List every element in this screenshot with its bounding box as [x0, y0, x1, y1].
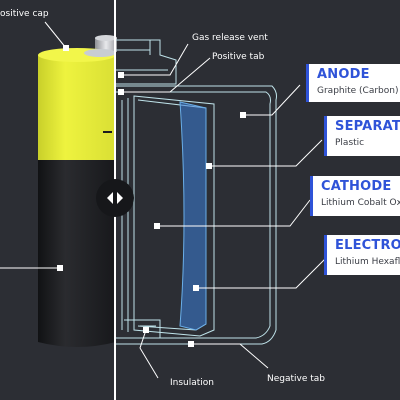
separator-marker-dot — [206, 163, 212, 169]
gas-release-vent-label: Gas release vent — [192, 33, 268, 43]
cathode-title: CATHODE — [321, 179, 392, 194]
gas-vent-pointer — [122, 43, 189, 76]
black-body — [38, 160, 116, 347]
electrolyte-marker-dot — [193, 285, 199, 291]
anode-marker-dot — [240, 112, 246, 118]
minus-mark — [103, 131, 112, 133]
anode-title: ANODE — [317, 67, 370, 82]
separator-title: SEPARATOR — [335, 119, 400, 134]
cathode-box: CATHODE Lithium Cobalt Oxide — [310, 176, 400, 216]
negative-tab-label: Negative tab — [267, 374, 326, 384]
negative-tab-marker-dot — [188, 341, 194, 347]
comparison-slider-handle[interactable] — [96, 179, 134, 217]
yellow-wrapper-band — [38, 55, 116, 160]
cathode-material: Lithium Cobalt Oxide — [321, 198, 400, 208]
separator-material: Plastic — [335, 138, 365, 148]
electrolyte-title: ELECTROLYTE — [335, 238, 400, 253]
top-inner-ring — [84, 49, 116, 57]
gas-vent-marker-dot — [118, 72, 124, 78]
negative-tab-pointer — [191, 343, 269, 369]
insulation-label: Insulation — [170, 378, 215, 388]
positive-terminal-top — [95, 35, 117, 41]
electrolyte-pointer — [196, 257, 327, 289]
positive-terminal-nub — [95, 38, 117, 52]
separator-pointer — [209, 139, 323, 167]
positive-tab-marker-dot — [118, 89, 124, 95]
left-right-arrows-icon — [107, 192, 123, 204]
outline-cap — [116, 39, 177, 85]
anode-pointer — [243, 84, 301, 116]
separator-box: SEPARATOR Plastic — [324, 116, 400, 156]
cap-marker-dot — [63, 45, 69, 51]
cathode-pointer — [157, 199, 311, 227]
electrolyte-box: ELECTROLYTE Lithium Hexafluorophosphate — [324, 235, 400, 275]
cathode-marker-dot — [154, 223, 160, 229]
outline-outer-can — [116, 85, 277, 345]
anode-box: ANODE Graphite (Carbon) — [306, 64, 400, 102]
positive-tab-label: Positive tab — [212, 52, 265, 62]
insulation-marker-dot — [143, 327, 149, 333]
anode-material: Graphite (Carbon) — [317, 86, 399, 96]
electrode-layer — [179, 101, 207, 331]
outline-separator — [133, 95, 215, 337]
cap-pointer-line — [44, 21, 67, 49]
insulation-pointer — [139, 329, 159, 379]
electrolyte-material: Lithium Hexafluorophosphate — [335, 257, 400, 267]
positive-cap-label: ositive cap — [0, 9, 49, 19]
positive-tab-pointer — [122, 57, 211, 93]
body-marker-dot — [57, 265, 63, 271]
